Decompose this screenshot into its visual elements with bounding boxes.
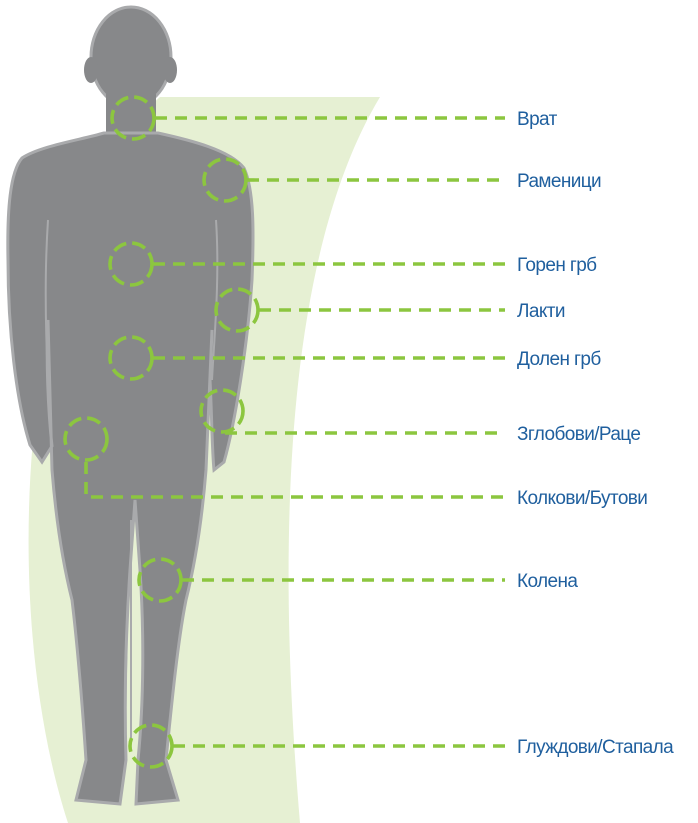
head [91,7,171,107]
label-upper-back: Горен грб [517,255,597,276]
label-ankles-feet: Глуждови/Стапала [517,737,674,758]
label-knees: Колена [517,571,578,592]
label-wrists-hands: Зглобови/Раце [517,424,640,445]
label-lower-back: Долен грб [517,349,601,370]
left-ear [84,57,98,83]
right-ear [163,57,177,83]
label-elbows: Лакти [517,301,565,322]
label-neck: Врат [517,109,558,130]
body-part-labels: Врат Раменици Горен грб Лакти Долен грб … [517,109,674,758]
label-hips-thighs: Колкови/Бутови [517,488,647,509]
label-shoulders: Раменици [517,171,601,192]
